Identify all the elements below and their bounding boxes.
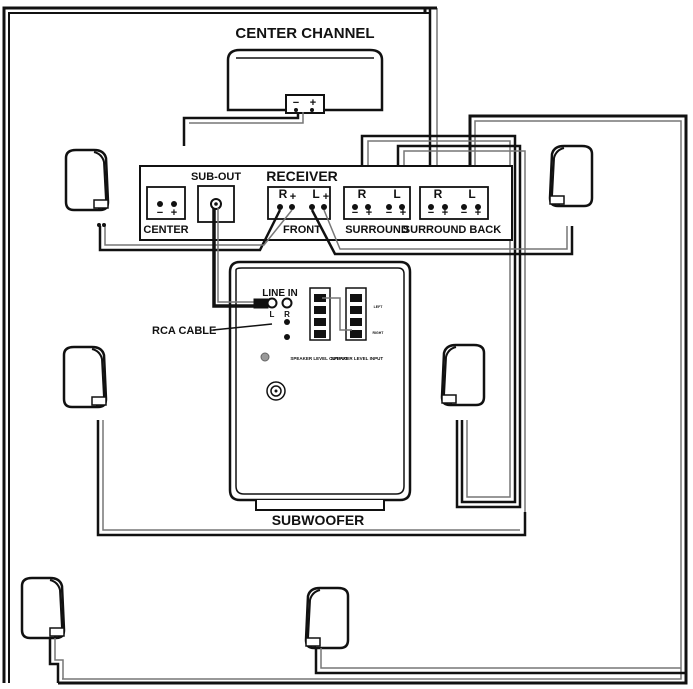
receiver-sub-out-label: SUB-OUT [191,171,241,183]
subwoofer-line-in-label: LINE IN [262,288,298,299]
center-channel-cable [182,112,304,146]
receiver-surround-back-r-plus: + [442,207,448,219]
receiver-surround-terminal [343,186,411,220]
receiver: RECEIVER − + CENTER SUB-OUT R + L + FRON… [139,165,513,241]
receiver-surround-back-r-minus: − [428,207,434,219]
surround-back-right-speaker [304,586,350,650]
subwoofer-title: SUBWOOFER [272,512,365,528]
speaker-level-jumper [322,297,352,331]
receiver-surround-right: R [358,187,367,201]
front-left-speaker [64,148,110,227]
front-right-speaker [548,144,594,208]
receiver-center-minus: − [157,207,163,219]
subwoofer-line-in-right: R [284,310,290,319]
center-channel-minus: − [293,97,299,109]
speaker-level-left-tag: LEFT [374,305,384,309]
center-channel-title: CENTER CHANNEL [235,25,374,42]
receiver-center-plus: + [171,207,177,219]
subwoofer-line-in-left: L [270,310,275,319]
receiver-surround-back-l-plus: + [475,207,481,219]
receiver-surround-left: L [393,187,400,201]
outer-cable-frame [2,6,688,685]
speaker-level-output-label: SPEAKER LEVEL OUTPUT [290,356,347,361]
receiver-surround-back-right: R [434,187,443,201]
receiver-surround-back-terminal [419,186,489,220]
receiver-surround-back-label: SURROUND BACK [403,224,501,236]
center-channel-speaker: − + [226,48,384,114]
receiver-front-right: R [279,187,288,201]
receiver-sub-out-jack-panel [197,185,235,223]
receiver-center-terminal [146,186,186,220]
rca-cable [212,208,269,309]
receiver-surround-r-minus: − [352,207,358,219]
receiver-surround-label: SURROUND [345,224,409,236]
center-channel-plus: + [310,97,316,109]
receiver-surround-r-plus: + [366,207,372,219]
receiver-front-left: L [312,187,319,201]
subwoofer-indicator-led [260,352,270,362]
receiver-surround-back-left: L [468,187,475,201]
receiver-front-label: FRONT [283,224,321,236]
receiver-surround-l-plus: + [400,207,406,219]
receiver-surround-back-l-minus: − [461,207,467,219]
subwoofer-line-in-right-jack [281,297,293,309]
rca-cable-pointer [212,323,273,331]
speaker-level-right-tag: RIGHT [373,331,385,335]
surround-back-left-speaker [20,576,66,640]
surround-right-speaker [440,343,486,407]
surround-back-leads [48,638,686,683]
surround-left-speaker [62,345,108,409]
receiver-front-left-plus: + [323,191,329,203]
receiver-title: RECEIVER [266,168,338,184]
subwoofer-line-in-left-jack [266,297,278,309]
front-speaker-cables [98,209,574,256]
subwoofer: SUBWOOFER LINE IN L R SPEAKER LEVEL OUTP… [228,260,412,528]
receiver-surround-l-minus: − [386,207,392,219]
rca-cable-label: RCA CABLE [152,325,216,337]
receiver-center-label: CENTER [143,224,188,236]
receiver-front-right-plus: + [290,191,296,203]
speaker-level-input-label: SPEAKER LEVEL INPUT [331,356,383,361]
